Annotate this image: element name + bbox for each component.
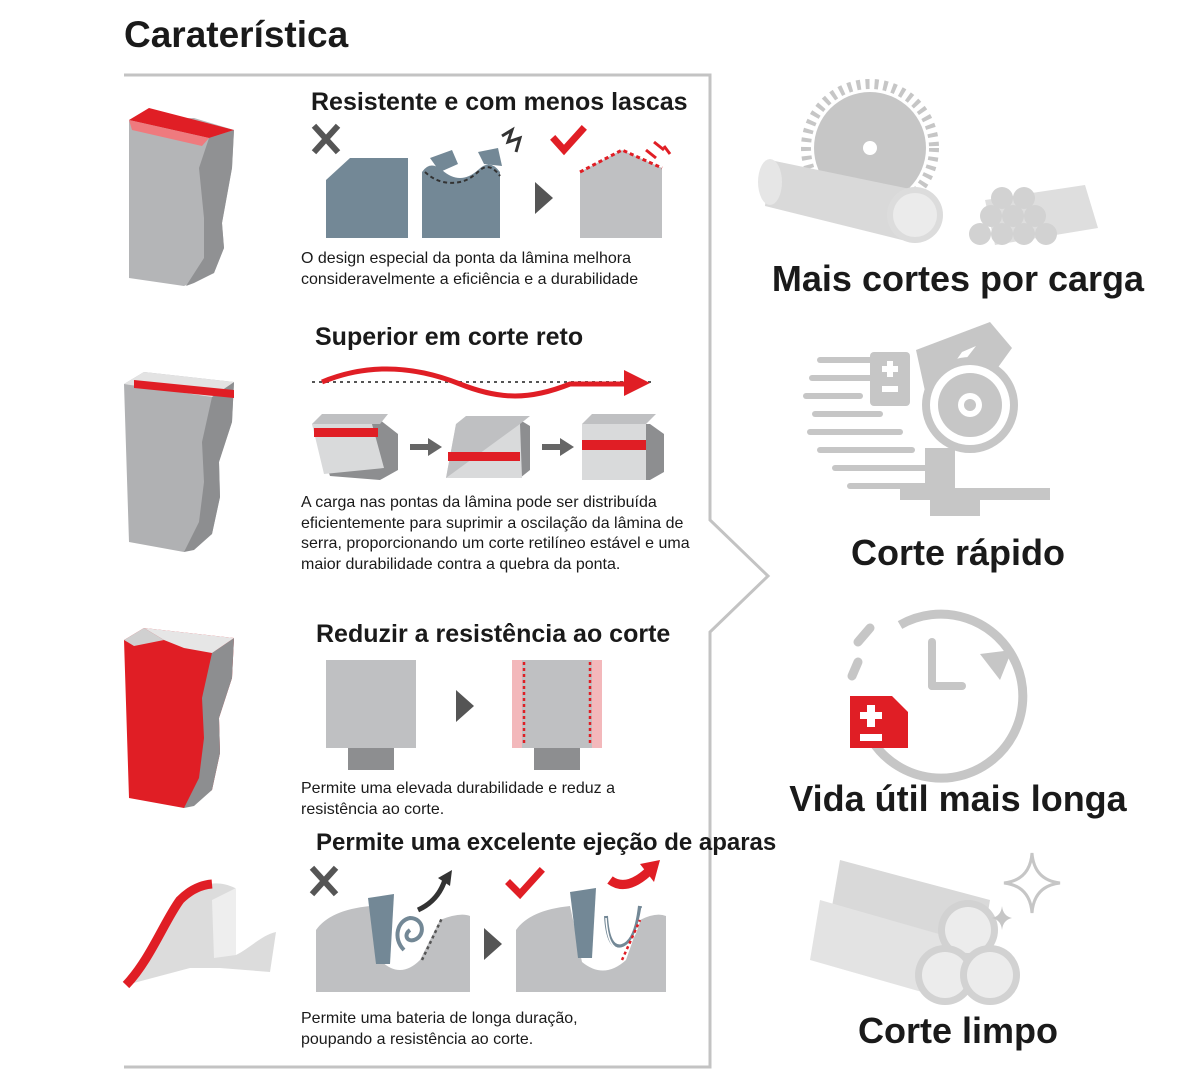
clock-battery-icon	[847, 609, 1028, 783]
check-mark-icon	[505, 867, 545, 900]
benefit-label-clean-cut: Corte limpo	[857, 1010, 1058, 1051]
pipe-bundle	[969, 185, 1098, 245]
chipping-comparison-diagram	[311, 123, 672, 238]
arrow-right-icon	[484, 928, 502, 960]
battery-icon	[850, 696, 908, 748]
cross-mark-icon	[311, 123, 341, 155]
feature-heading: Reduzir a resistência ao corte	[316, 620, 671, 648]
feature-heading: Permite uma excelente ejeção de aparas	[316, 829, 777, 856]
feature-panel-border	[124, 73, 771, 1069]
feature-description: A carga nas pontas da lâmina pode ser di…	[301, 494, 690, 573]
block-tilted-left	[312, 414, 398, 480]
cross-mark-icon	[309, 865, 339, 897]
chip-ejection-diagram	[309, 860, 666, 992]
block-tilted-right	[446, 416, 530, 478]
cutting-resistance-diagram	[326, 660, 602, 770]
arrow-right-icon	[410, 438, 442, 456]
feature-heading: Superior em corte reto	[315, 323, 584, 351]
feature-description: Permite uma bateria de longa duração, po…	[301, 1010, 578, 1048]
sparkle-icon	[1003, 852, 1061, 914]
speed-lines	[803, 357, 938, 489]
tooth-illustration-4	[122, 879, 276, 989]
saw-blade-pipes-icon	[758, 79, 1098, 245]
miter-saw-speed-icon	[803, 322, 1050, 516]
feature-heading: Resistente e com menos lascas	[311, 88, 688, 116]
crack-spark-icon	[501, 126, 523, 153]
arrow-right-icon	[624, 370, 650, 396]
benefit-label-fast-cut: Corte rápido	[850, 532, 1065, 573]
block-straight	[582, 414, 664, 480]
tooth-illustration-1	[129, 108, 234, 286]
page-title: Caraterística	[124, 14, 349, 55]
benefit-label-longer-life: Vida útil mais longa	[789, 778, 1127, 819]
feature-description: O design especial da ponta da lâmina mel…	[301, 250, 639, 288]
tooth-illustration-2	[124, 372, 234, 552]
arrow-right-icon	[456, 690, 474, 722]
straight-cut-diagram	[312, 366, 664, 480]
clean-pipes-sparkle-icon	[810, 852, 1061, 1005]
feature-description: Permite uma elevada durabilidade e reduz…	[301, 780, 615, 818]
sparkle-icon-small	[992, 906, 1012, 930]
arrow-right-icon	[542, 438, 574, 456]
tooth-illustration-3	[124, 628, 234, 808]
arrow-right-icon	[535, 182, 553, 214]
benefit-label-more-cuts: Mais cortes por carga	[771, 258, 1145, 299]
check-mark-icon	[550, 125, 587, 156]
